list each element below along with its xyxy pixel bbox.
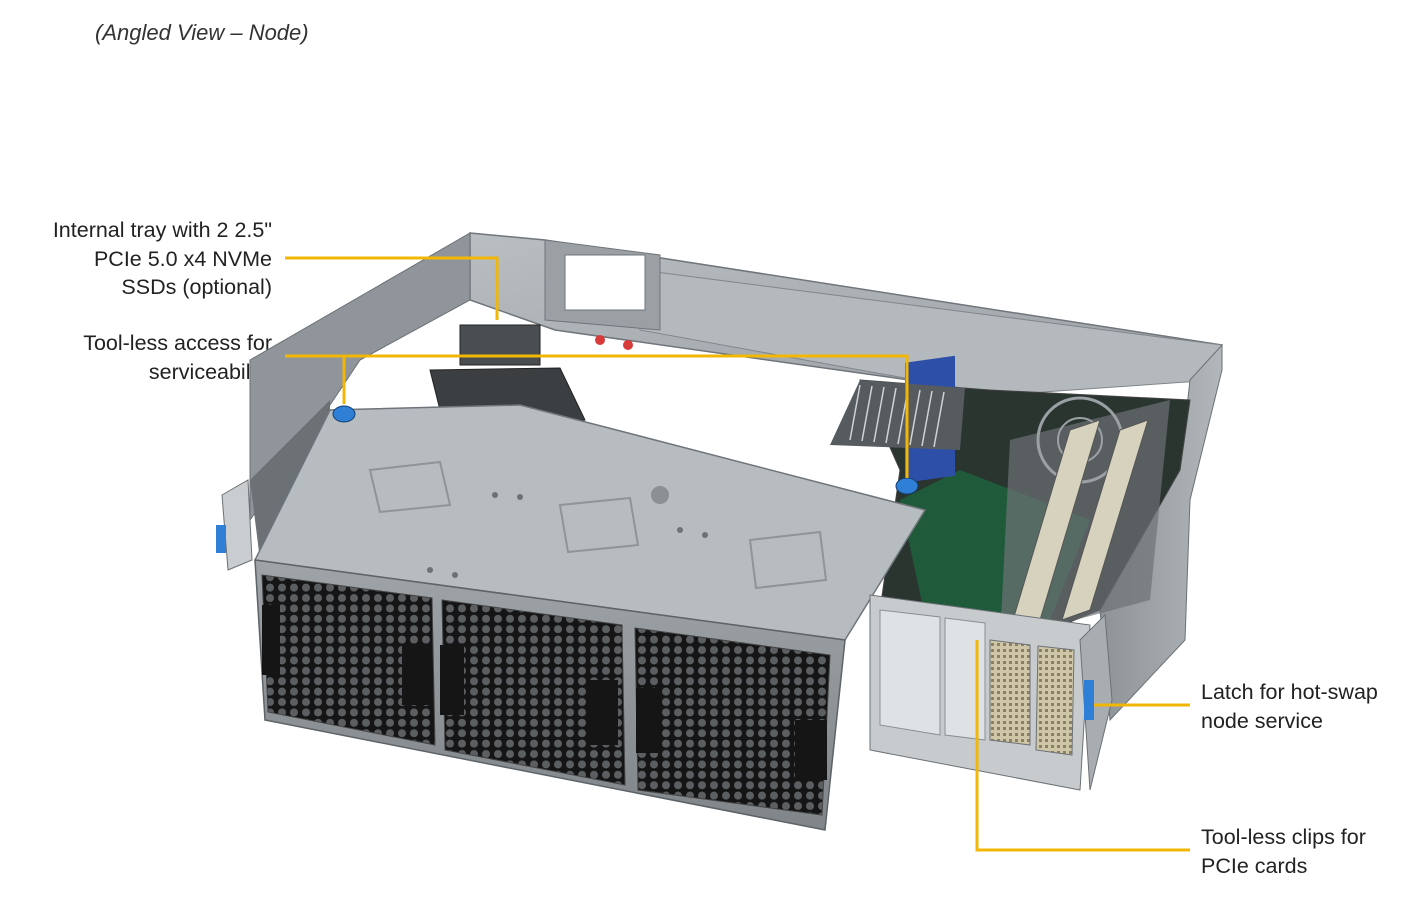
callout-pcie-clips-line-1: Tool-less clips for <box>1201 825 1366 849</box>
callout-latch-line-1: Latch for hot-swap <box>1201 680 1378 704</box>
chassis-top-panel <box>469 232 1223 396</box>
motherboard-area <box>830 355 1191 651</box>
blue-thumbscrew-icon <box>332 405 919 495</box>
callout-pcie-clips-line-2: PCIe cards <box>1201 853 1308 878</box>
callout-internal-tray: Internal tray with 2 2.5" PCIe 5.0 x4 NV… <box>53 216 272 302</box>
hot-swap-latch-icon <box>1084 680 1094 720</box>
callout-internal-tray-line-2: PCIe 5.0 x4 NVMe <box>93 246 272 271</box>
leader-tool-less-access <box>285 354 909 478</box>
fan-module-front <box>254 559 846 831</box>
leader-lines <box>285 256 1190 852</box>
callout-internal-tray-line-1: Internal tray with 2 2.5" <box>52 218 272 242</box>
callout-latch: Latch for hot-swap node service <box>1201 678 1378 735</box>
callout-tool-less-access-line-1: Tool-less access for <box>83 331 272 355</box>
leader-internal-tray <box>285 256 499 320</box>
callout-latch-line-2: node service <box>1201 708 1323 733</box>
tray-release-red-icon <box>595 335 605 345</box>
callout-internal-tray-line-3: SSDs (optional) <box>121 275 272 299</box>
pcie-bracket-area <box>869 594 1113 791</box>
left-handle <box>216 479 253 571</box>
tray-release-red-icon <box>623 340 633 350</box>
fan-shroud-top <box>253 404 927 641</box>
leader-pcie-clips <box>975 640 1190 852</box>
callout-pcie-clips: Tool-less clips for PCIe cards <box>1201 823 1366 880</box>
view-caption: (Angled View – Node) <box>95 20 309 45</box>
